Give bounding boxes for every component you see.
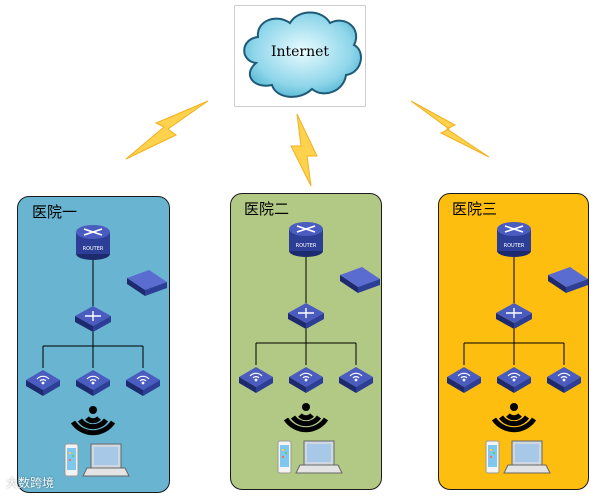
laptop-icon — [82, 443, 130, 477]
router-icon: ROUTER — [76, 225, 110, 260]
hospital-2-network: ROUTER — [239, 222, 380, 474]
access-point-icon — [239, 367, 273, 393]
switch-icon — [75, 306, 111, 332]
phone-icon — [64, 443, 79, 477]
wifi-icon — [491, 403, 537, 433]
phone-icon — [485, 440, 500, 474]
switch-icon — [496, 303, 532, 329]
laptop-icon — [503, 440, 551, 474]
phone-icon — [277, 440, 292, 474]
switch-icon — [288, 303, 324, 329]
access-point-icon — [497, 367, 531, 393]
access-point-icon — [447, 367, 481, 393]
hospital-1-network: ROUTER — [26, 225, 167, 477]
cloud-icon — [243, 11, 362, 98]
lightning-icon-right — [410, 100, 490, 158]
hospital-3-network: ROUTER — [447, 222, 588, 474]
router-icon: ROUTER — [497, 222, 531, 257]
router-label: ROUTER — [83, 246, 104, 252]
internet-label: Internet — [270, 44, 330, 60]
lightning-icon-center — [290, 113, 318, 187]
lightning-icon-left — [125, 100, 209, 160]
wifi-icon — [70, 406, 116, 436]
wifi-icon — [283, 403, 329, 433]
server-icon — [127, 270, 167, 296]
hospital-3-title: 医院三 — [452, 200, 498, 218]
router-label: ROUTER — [296, 243, 317, 249]
laptop-icon — [295, 440, 343, 474]
access-point-icon — [26, 370, 60, 396]
server-icon — [340, 267, 380, 293]
router-icon: ROUTER — [289, 222, 323, 257]
hospital-1-title: 医院一 — [32, 203, 78, 221]
server-icon — [548, 267, 588, 293]
hospital-2-title: 医院二 — [244, 200, 290, 218]
access-point-icon — [289, 367, 323, 393]
watermark: 大数跨境 — [6, 476, 55, 490]
access-point-icon — [126, 370, 160, 396]
access-point-icon — [76, 370, 110, 396]
access-point-icon — [547, 367, 581, 393]
access-point-icon — [339, 367, 373, 393]
router-label: ROUTER — [504, 243, 525, 249]
